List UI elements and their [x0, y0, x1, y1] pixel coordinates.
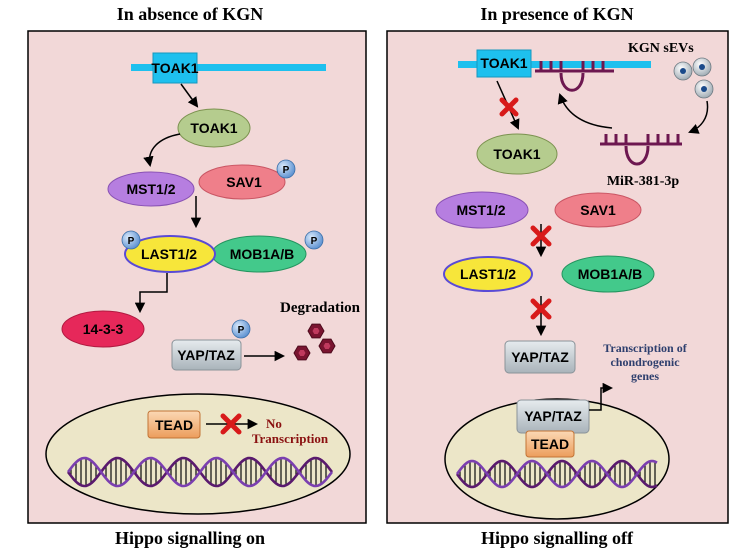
left-mob1ab-protein: MOB1A/B — [211, 235, 307, 273]
left-panel-footer: Hippo signalling on — [115, 528, 265, 548]
phospho-icon: P — [276, 159, 296, 179]
dna-helix-icon — [66, 456, 334, 488]
phospho-icon: P — [121, 230, 141, 250]
microrna-icon — [600, 134, 682, 166]
svg-text:TOAK1: TOAK1 — [190, 120, 237, 136]
microrna-icon — [535, 61, 614, 92]
transcription-label-line3: genes — [631, 369, 659, 383]
arrow-icon — [688, 100, 709, 134]
arrow-icon — [143, 133, 181, 168]
right-last12-protein: LAST1/2 — [443, 256, 533, 292]
svg-text:MST1/2: MST1/2 — [126, 181, 175, 197]
exosome-icon — [673, 57, 714, 99]
svg-text:MOB1A/B: MOB1A/B — [230, 246, 295, 262]
arrow-icon — [589, 382, 614, 411]
left-gene: TOAK1 — [131, 52, 326, 84]
svg-text:14-3-3: 14-3-3 — [83, 321, 124, 337]
inhibit-x-icon — [530, 298, 552, 320]
right-panel-title: In presence of KGN — [480, 4, 633, 24]
mir-381-3p-label: MiR-381-3p — [607, 174, 680, 189]
left-yap-taz-box: YAP/TAZ — [171, 339, 242, 371]
right-sav1-protein: SAV1 — [554, 192, 642, 228]
right-gene: TOAK1 — [458, 49, 651, 78]
left-tead-box: TEAD — [147, 410, 201, 439]
arrow-icon — [134, 273, 168, 314]
right-panel-footer: Hippo signalling off — [481, 528, 634, 548]
inhibit-x-icon — [530, 225, 552, 247]
svg-text:MST1/2: MST1/2 — [456, 202, 505, 218]
svg-text:TEAD: TEAD — [531, 436, 569, 452]
left-sav1-protein: SAV1 — [198, 164, 286, 200]
degradation-label: Degradation — [280, 300, 361, 316]
right-yap-taz-box: YAP/TAZ — [504, 340, 576, 374]
left-gene-label: TOAK1 — [151, 60, 198, 76]
svg-text:P: P — [238, 325, 245, 336]
left-14-3-3-protein: 14-3-3 — [61, 310, 145, 348]
right-gene-label: TOAK1 — [480, 55, 527, 71]
svg-text:LAST1/2: LAST1/2 — [460, 266, 516, 282]
left-panel-title: In absence of KGN — [117, 4, 264, 24]
svg-text:YAP/TAZ: YAP/TAZ — [177, 347, 235, 363]
kgn-sevs-label: KGN sEVs — [628, 41, 694, 56]
right-toak1-protein: TOAK1 — [476, 133, 558, 175]
svg-text:YAP/TAZ: YAP/TAZ — [511, 349, 569, 365]
right-mst12-protein: MST1/2 — [435, 191, 529, 229]
dna-helix-icon — [455, 459, 658, 489]
arrow-icon — [557, 93, 613, 129]
svg-text:P: P — [128, 236, 135, 247]
arrow-icon — [180, 83, 199, 108]
inhibit-x-icon — [499, 97, 519, 117]
right-nucleus — [444, 398, 670, 520]
svg-text:SAV1: SAV1 — [580, 202, 616, 218]
svg-text:YAP/TAZ: YAP/TAZ — [524, 408, 582, 424]
no-transcription-label: Transcription — [252, 431, 329, 446]
left-last12-protein: LAST1/2 — [124, 235, 216, 273]
svg-text:SAV1: SAV1 — [226, 174, 262, 190]
svg-text:P: P — [311, 236, 318, 247]
transcription-label-line2: chondrogenic — [610, 355, 680, 369]
phospho-icon: P — [231, 319, 251, 339]
transcription-label-line1: Transcription of — [603, 341, 687, 355]
left-toak1-protein: TOAK1 — [177, 108, 251, 148]
right-mob1ab-protein: MOB1A/B — [561, 255, 655, 293]
right-yap-taz-nucleus-box: YAP/TAZ — [516, 399, 590, 434]
phospho-icon: P — [304, 230, 324, 250]
svg-text:P: P — [283, 165, 290, 176]
svg-text:MOB1A/B: MOB1A/B — [578, 266, 643, 282]
no-label: No — [266, 416, 282, 431]
svg-text:TEAD: TEAD — [155, 417, 193, 433]
svg-text:TOAK1: TOAK1 — [493, 146, 540, 162]
left-mst12-protein: MST1/2 — [107, 171, 195, 207]
svg-text:LAST1/2: LAST1/2 — [141, 246, 197, 262]
inhibit-x-icon — [220, 413, 242, 435]
right-tead-box: TEAD — [525, 430, 575, 458]
